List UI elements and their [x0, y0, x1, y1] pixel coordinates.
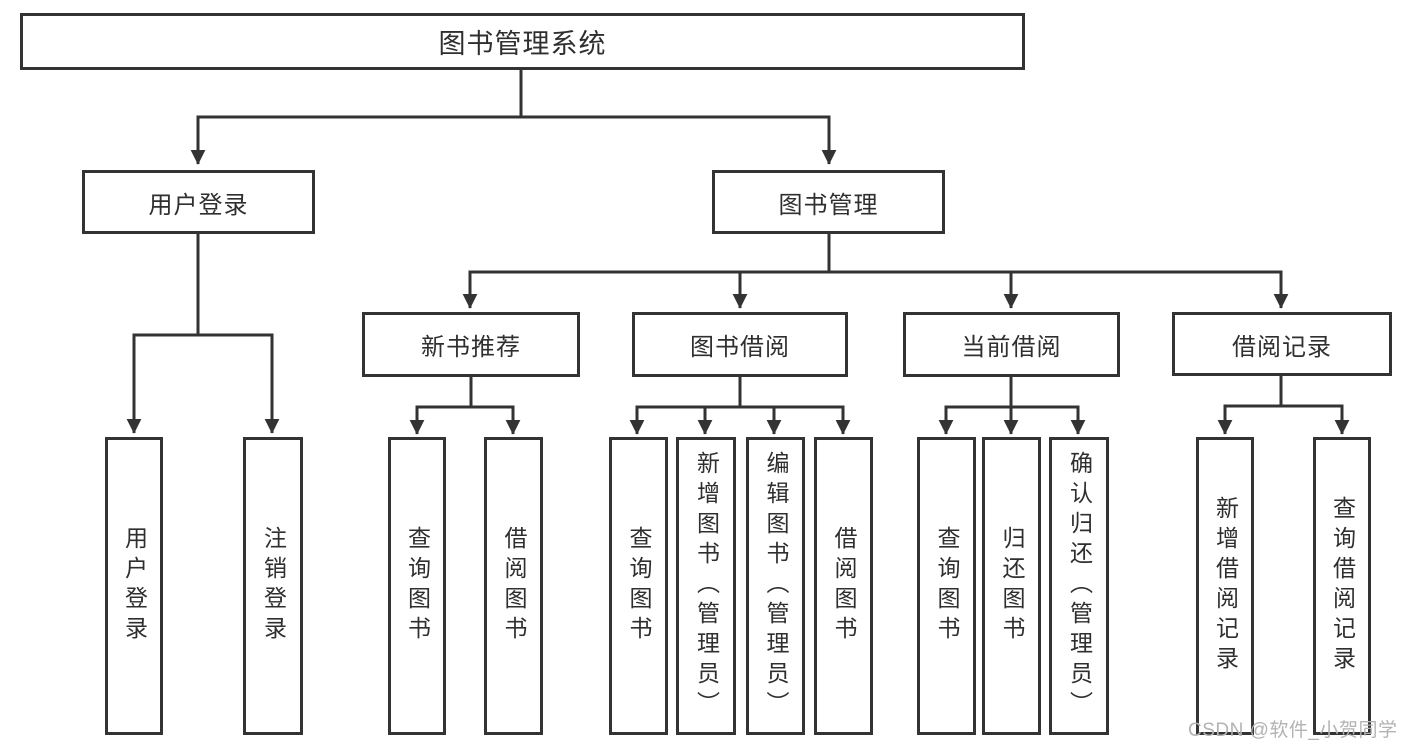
leaf-borrow-book-borrowing-label: 借阅图书 [831, 526, 857, 646]
node-book-management-system: 图书管理系统 [20, 13, 1025, 70]
leaf-query-book-current: 查询图书 [917, 437, 976, 735]
leaf-confirm-return-admin-label: 确认归还（管理员） [1066, 451, 1093, 721]
node-current-borrowing: 当前借阅 [903, 312, 1120, 377]
leaf-query-borrow-record: 查询借阅记录 [1313, 437, 1371, 735]
leaf-query-book-current-label: 查询图书 [934, 526, 960, 646]
leaf-query-book-recommend-label: 查询图书 [404, 526, 431, 646]
node-book-management: 图书管理 [712, 170, 945, 234]
leaf-user-login: 用户登录 [105, 437, 163, 735]
leaf-borrow-book-recommend-label: 借阅图书 [501, 526, 527, 646]
leaf-user-login-label: 用户登录 [121, 526, 148, 646]
leaf-edit-book-admin-label: 编辑图书（管理员） [763, 451, 789, 721]
leaf-add-book-admin-label: 新增图书（管理员） [693, 451, 720, 721]
leaf-add-borrow-record-label: 新增借阅记录 [1212, 496, 1239, 676]
leaf-return-book: 归还图书 [982, 437, 1041, 735]
leaf-confirm-return-admin: 确认归还（管理员） [1049, 437, 1109, 735]
leaf-add-book-admin: 新增图书（管理员） [676, 437, 736, 735]
leaf-borrow-book-borrowing: 借阅图书 [814, 437, 873, 735]
leaf-borrow-book-recommend: 借阅图书 [484, 437, 543, 735]
leaf-query-book-borrowing-label: 查询图书 [626, 526, 652, 646]
leaf-return-book-label: 归还图书 [999, 526, 1025, 646]
leaf-query-book-recommend: 查询图书 [388, 437, 446, 735]
leaf-query-borrow-record-label: 查询借阅记录 [1329, 496, 1356, 676]
node-borrowing-records: 借阅记录 [1172, 312, 1392, 376]
leaf-add-borrow-record: 新增借阅记录 [1196, 437, 1254, 735]
leaf-logout-label: 注销登录 [260, 526, 287, 646]
node-new-book-recommend: 新书推荐 [362, 312, 580, 377]
leaf-query-book-borrowing: 查询图书 [609, 437, 668, 735]
leaf-logout: 注销登录 [243, 437, 303, 735]
csdn-watermark: CSDN @软件_小贺同学 [1188, 720, 1398, 741]
node-user-login: 用户登录 [82, 170, 315, 234]
leaf-edit-book-admin: 编辑图书（管理员） [746, 437, 805, 735]
node-book-borrowing: 图书借阅 [632, 312, 848, 377]
